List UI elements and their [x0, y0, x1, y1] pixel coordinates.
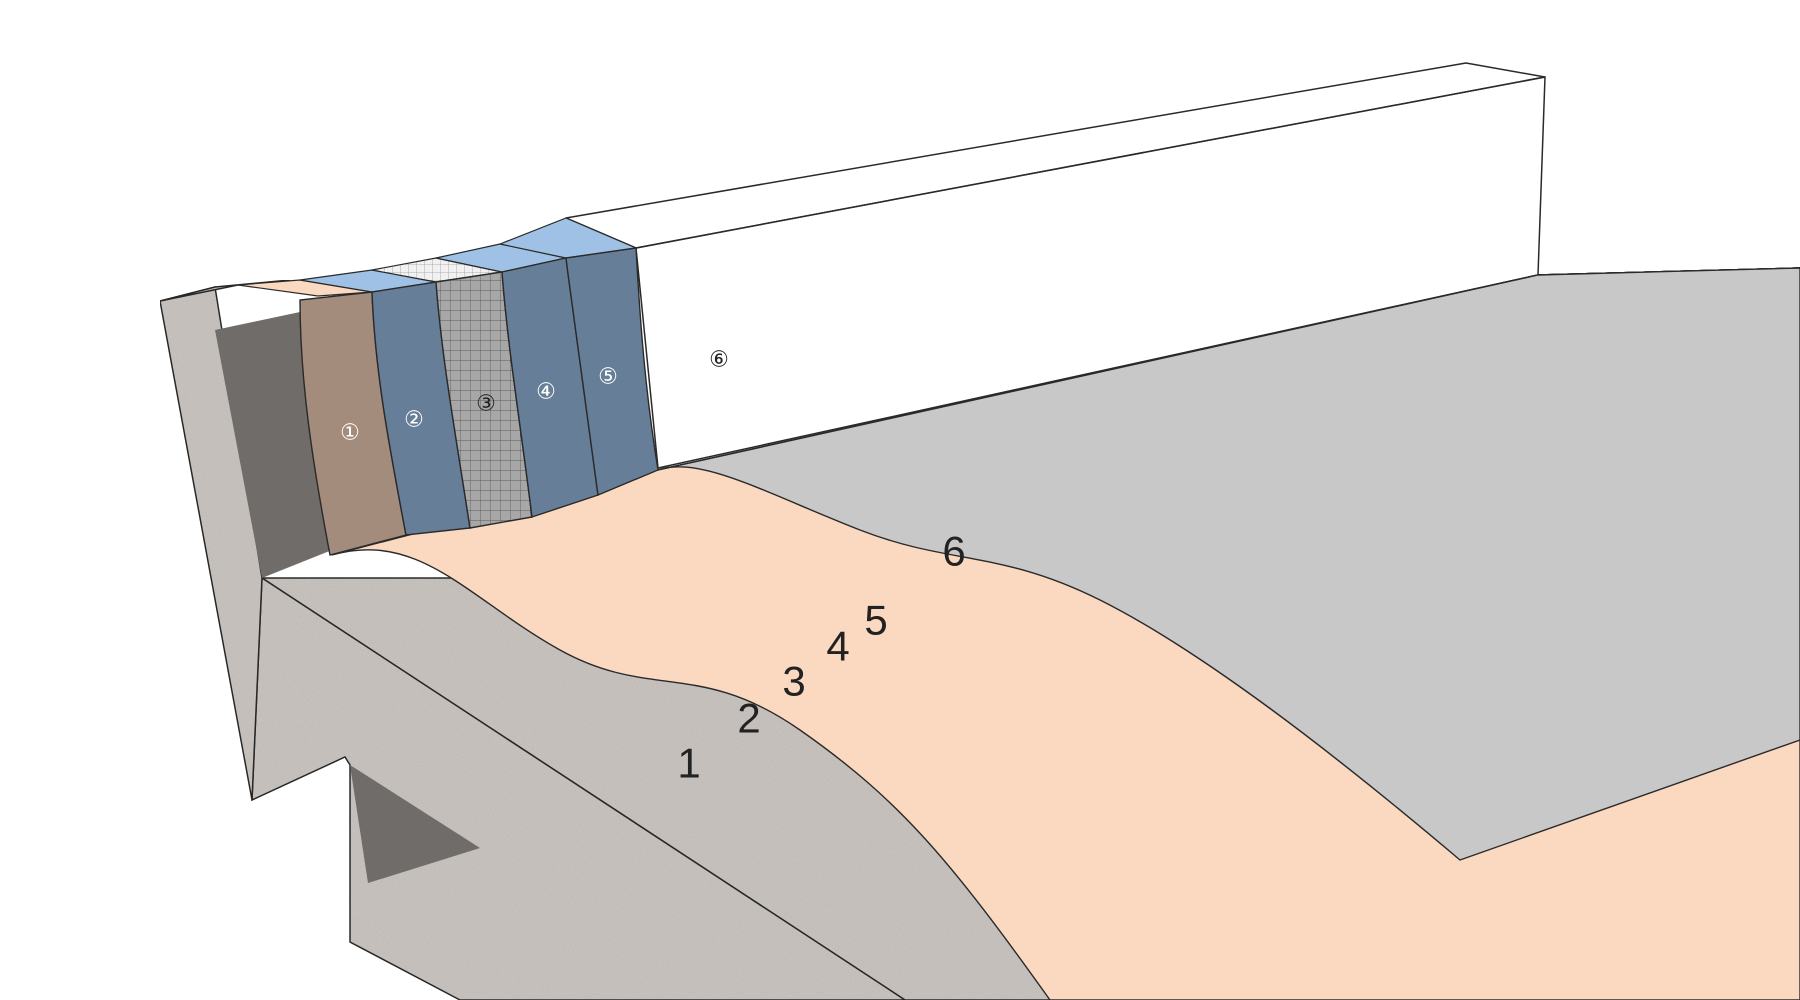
floor-marker-5: 5	[864, 597, 887, 644]
floor-markers: 1 2 3 4 5 6	[677, 528, 965, 787]
wall-marker-1: ①	[340, 421, 360, 446]
wall-marker-4: ④	[536, 380, 556, 405]
floor-layer-6-surface	[657, 267, 1800, 861]
floor-marker-1: 1	[677, 740, 700, 787]
wall-marker-5: ⑤	[598, 365, 618, 390]
floor-marker-2: 2	[737, 695, 760, 742]
floor-marker-4: 4	[826, 623, 849, 670]
slab-front-face	[251, 576, 907, 1000]
upstand-top	[159, 279, 291, 302]
wall-marker-2: ②	[404, 408, 424, 433]
wall-marker-6: ⑥	[709, 348, 729, 373]
floor-marker-6: 6	[942, 528, 965, 575]
wall-markers: ① ② ③ ④ ⑤ ⑥	[340, 348, 729, 446]
floor-layers	[331, 267, 1800, 1000]
floor-marker-3: 3	[782, 658, 805, 705]
slab-cavity-shadow	[350, 765, 480, 883]
wall-marker-3: ③	[476, 392, 496, 417]
wall-layer-5	[565, 247, 659, 496]
wall-layers	[237, 217, 659, 556]
upstand-inner-face	[215, 312, 332, 578]
parapet-top-face	[565, 62, 1546, 249]
